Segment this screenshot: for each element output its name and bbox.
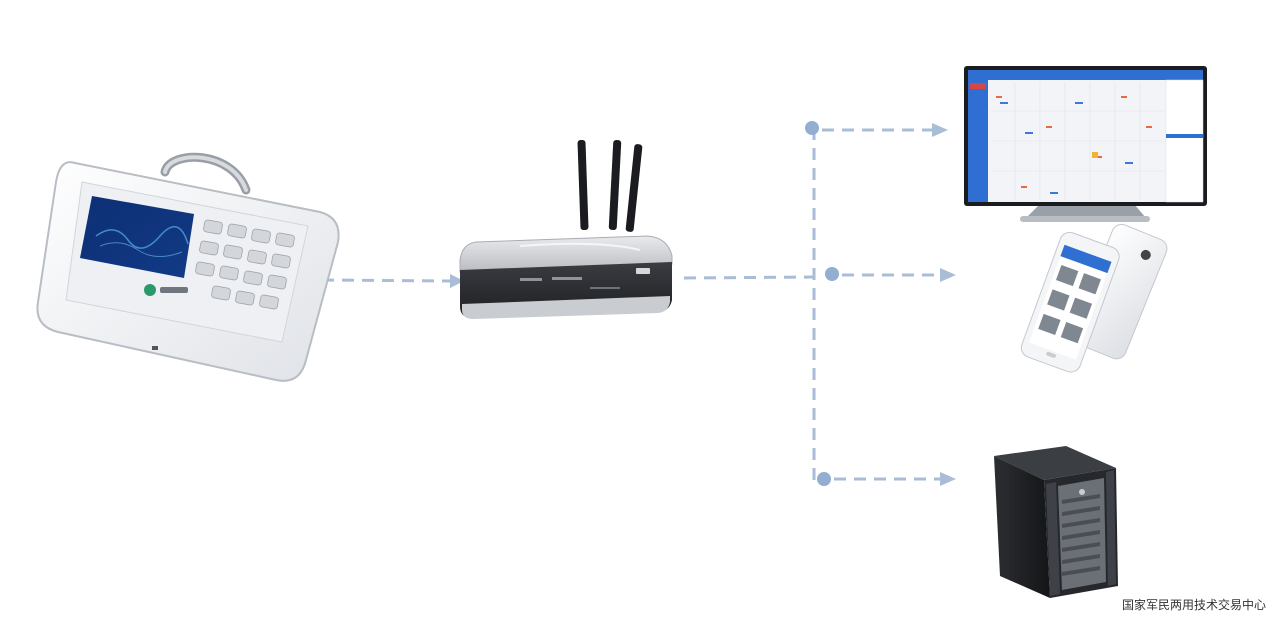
watermark-text: 国家军民两用技术交易中心: [1121, 598, 1266, 612]
monitor-icon: [964, 66, 1207, 222]
connector-router-trunk: [683, 275, 815, 280]
connector-terminal-router: [310, 272, 464, 288]
connector-to-phones: [825, 267, 956, 282]
wireless-router-icon: [459, 139, 673, 319]
connector-to-server: [817, 472, 956, 486]
connector-to-monitor: [805, 121, 948, 137]
weighing-terminal-icon: [36, 152, 340, 382]
tower-server-icon: [994, 446, 1118, 598]
smartphone-icon: [1020, 223, 1168, 373]
